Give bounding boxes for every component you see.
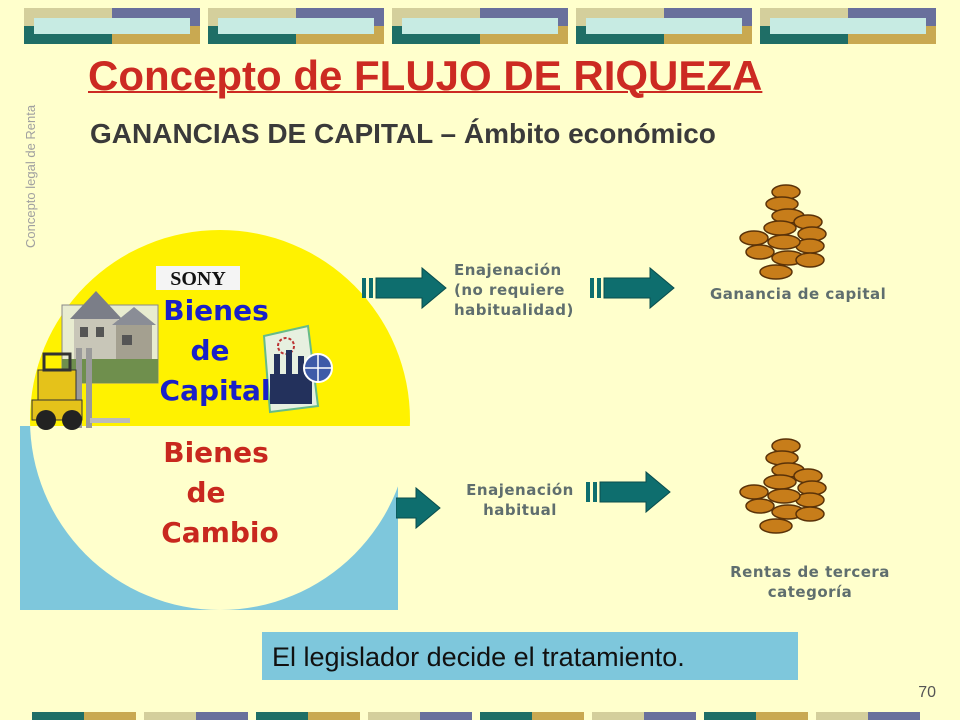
coins-icon-top: [739, 184, 827, 280]
factory-globe-icon: [262, 324, 333, 414]
bottom-action-line-1: Enajenación: [466, 481, 574, 499]
bottom-action-line-2: habitual: [483, 501, 557, 519]
arrow-bottom-2: [586, 470, 671, 514]
arrow-bottom-1: [396, 486, 441, 530]
bottom-result-line-2: categoría: [767, 583, 853, 601]
lower-label-line-2: de: [186, 476, 225, 509]
bottom-decorative-band: [0, 712, 960, 720]
lower-label-line-1: Bienes: [163, 436, 269, 469]
upper-label-line-1: Bienes: [163, 294, 269, 327]
page-number: 70: [918, 684, 936, 701]
top-action-line-2: (no requiere: [454, 281, 565, 299]
bottom-action-label: Enajenación habitual: [440, 480, 600, 520]
lower-label-line-3: Cambio: [161, 516, 279, 549]
goods-diagram: SONY Bienes de Capital Bienes de Cambio: [20, 230, 410, 610]
slide-title: Concepto de FLUJO DE RIQUEZA: [88, 52, 763, 99]
top-result-label: Ganancia de capital: [710, 285, 887, 303]
upper-label-line-3: Capital: [160, 374, 271, 407]
top-action-line-3: habitualidad): [454, 301, 574, 319]
arrow-top-1: [362, 266, 447, 310]
arrow-top-2: [590, 266, 675, 310]
upper-label-line-2: de: [190, 334, 229, 367]
sony-logo: SONY: [156, 266, 240, 290]
top-action-line-1: Enajenación: [454, 261, 562, 279]
bottom-result-line-1: Rentas de tercera: [730, 563, 890, 581]
coins-icon-bottom: [739, 438, 827, 534]
forklift-icon: [31, 348, 130, 430]
top-action-label: Enajenación (no requiere habitualidad): [454, 260, 604, 320]
svg-text:SONY: SONY: [170, 268, 226, 290]
bottom-result-label: Rentas de tercera categoría: [700, 562, 920, 602]
side-label: Concepto legal de Renta: [23, 104, 38, 248]
note-box: El legislador decide el tratamiento.: [262, 632, 798, 680]
slide-subtitle: GANANCIAS DE CAPITAL – Ámbito económico: [90, 118, 716, 149]
top-decorative-band: [0, 8, 960, 44]
